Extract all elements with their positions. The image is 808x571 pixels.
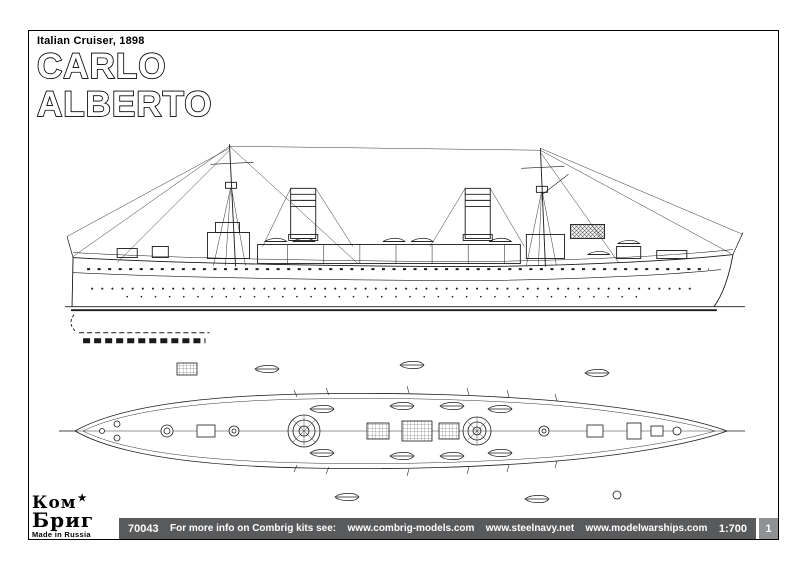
foremast [210, 144, 254, 267]
page-number-tab: 1 [759, 518, 778, 539]
plan-hull [59, 392, 745, 470]
page-title-line1: CARLO [37, 48, 166, 86]
side-elevation-drawing [65, 144, 745, 344]
superstructure [116, 221, 688, 265]
made-in-russia-label: Made in Russia [32, 529, 91, 539]
hull [65, 232, 745, 312]
combrig-logo: Ком★ Бриг Made in Russia [32, 492, 117, 539]
star-icon: ★ [77, 492, 88, 504]
header: Italian Cruiser, 1898 CARLO ALBERTO [37, 35, 287, 126]
mainmast [521, 148, 569, 267]
footer-link-modelwarships: www.modelwarships.com [585, 523, 708, 534]
funnels [288, 187, 493, 241]
footer-link-combrig: www.combrig-models.com [347, 523, 475, 534]
page-title-line2: ALBERTO [37, 85, 213, 124]
footer-link-steelnavy: www.steelnavy.net [485, 523, 575, 534]
rigging [66, 145, 744, 264]
logo-text-brig: Бриг [32, 507, 95, 532]
logo-text-kom: Ком [32, 492, 77, 513]
ship-type-subtitle: Italian Cruiser, 1898 [37, 35, 145, 47]
page-border-frame: Italian Cruiser, 1898 CARLO ALBERTO [28, 30, 779, 540]
kit-number: 70043 [128, 522, 159, 535]
detached-fittings [176, 361, 622, 503]
deck-fittings [99, 414, 682, 448]
footer-info-text: For more info on Combrig kits see: [169, 523, 337, 534]
edge-davits [293, 385, 558, 477]
title-block: CARLO ALBERTO [37, 48, 213, 125]
logo-line1: Ком★ [32, 492, 117, 513]
underwater-section [70, 314, 210, 344]
plan-view-drawing [59, 361, 745, 503]
scale-label: 1:700 [718, 522, 747, 535]
footer-bar: 70043 For more info on Combrig kits see:… [119, 518, 756, 539]
